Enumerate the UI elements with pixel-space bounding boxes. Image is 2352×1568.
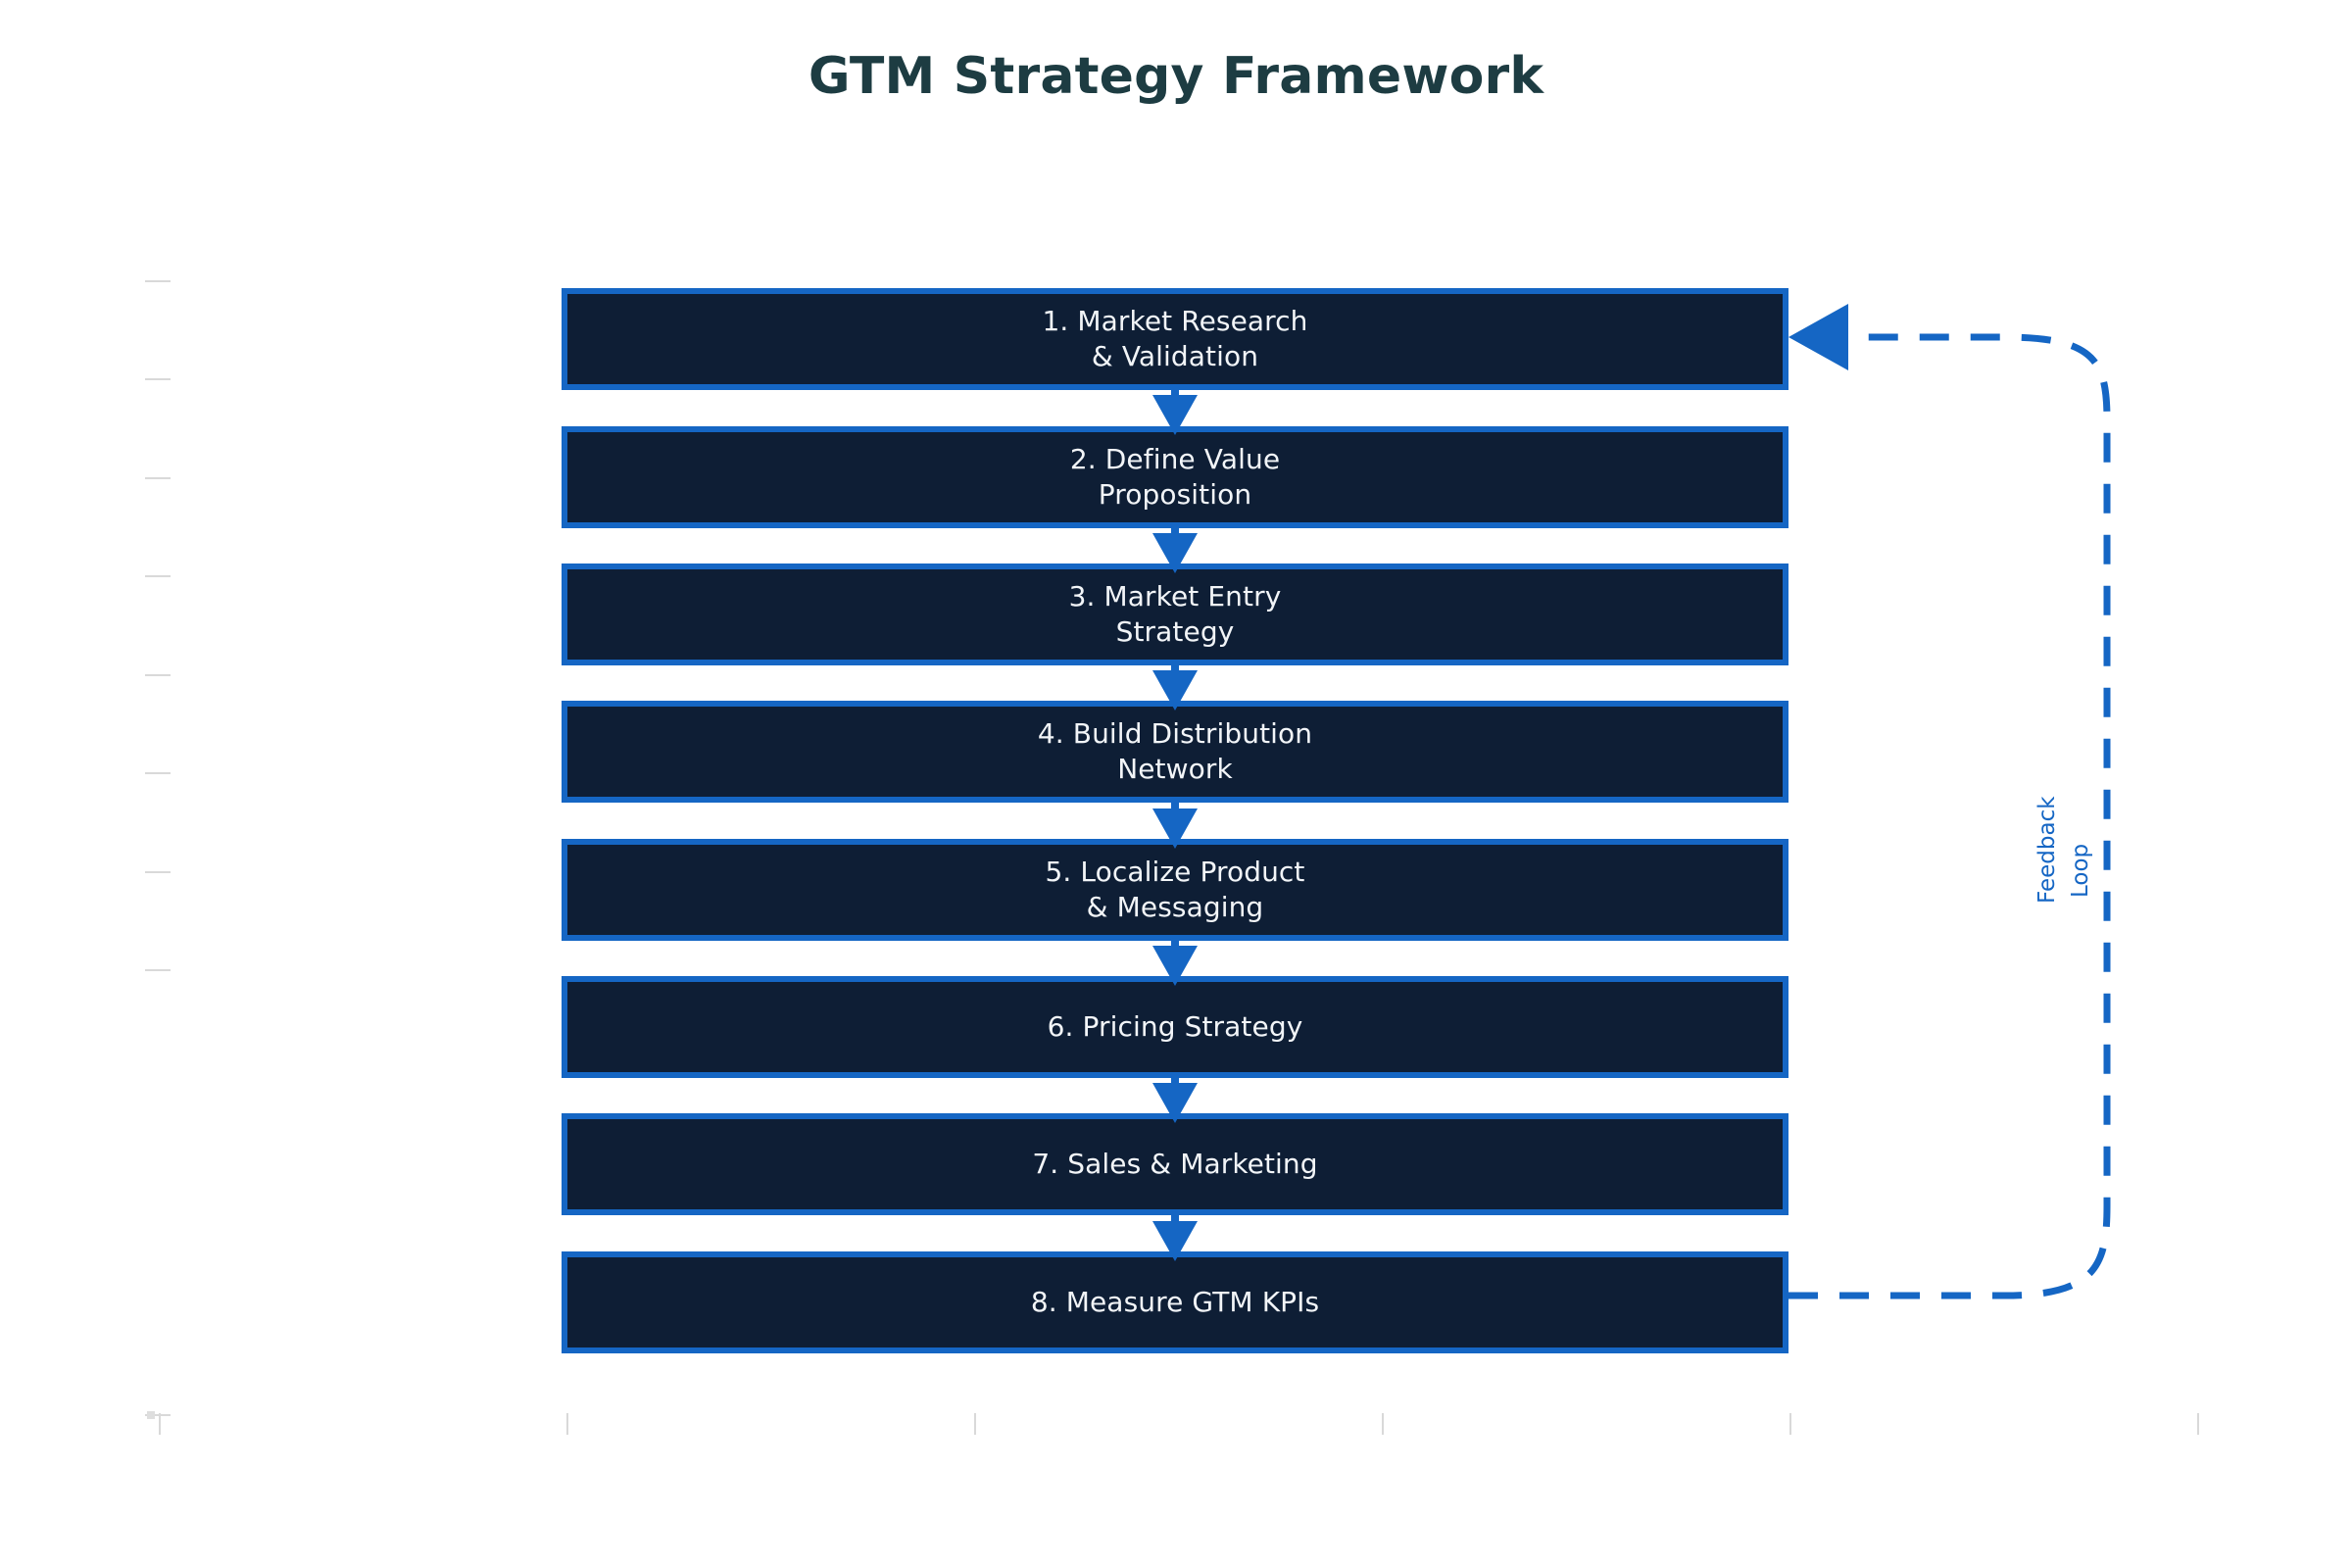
feedback-loop-label: Feedback Loop: [2009, 747, 2185, 904]
flow-step-4[interactable]: 4. Build Distribution Network: [562, 701, 1788, 803]
axis-tick-bottom: [1789, 1413, 1791, 1435]
axis-tick-bottom: [974, 1413, 976, 1435]
axis-tick-left: [145, 674, 171, 676]
axis-tick-left: [145, 280, 171, 282]
arrow-down-icon: [1152, 939, 1198, 986]
arrow-down-icon: [1152, 1214, 1198, 1261]
flow-step-1[interactable]: 1. Market Research & Validation: [562, 288, 1788, 390]
feedback-loop-label-line-1: Feedback: [2034, 796, 2060, 904]
axis-corner-mark: [147, 1411, 155, 1419]
arrow-down-icon: [1152, 1076, 1198, 1123]
flow-step-3[interactable]: 3. Market Entry Strategy: [562, 564, 1788, 665]
axis-tick-left: [145, 378, 171, 380]
flow-step-5-label: 5. Localize Product & Messaging: [1045, 856, 1305, 923]
arrow-down-icon: [1152, 663, 1198, 710]
axis-tick-bottom: [2197, 1413, 2199, 1435]
flow-step-5[interactable]: 5. Localize Product & Messaging: [562, 839, 1788, 941]
axis-tick-bottom: [566, 1413, 568, 1435]
axis-tick-left: [145, 969, 171, 971]
flow-step-3-label: 3. Market Entry Strategy: [1068, 580, 1282, 648]
flow-step-4-label: 4. Build Distribution Network: [1037, 717, 1313, 785]
axis-tick-left: [145, 1414, 171, 1416]
axis-tick-bottom: [1382, 1413, 1384, 1435]
flow-step-7-label: 7. Sales & Marketing: [1032, 1148, 1318, 1181]
flow-step-6-label: 6. Pricing Strategy: [1047, 1010, 1303, 1044]
arrow-down-icon: [1152, 388, 1198, 435]
flow-step-8-label: 8. Measure GTM KPIs: [1030, 1286, 1320, 1319]
flow-step-7[interactable]: 7. Sales & Marketing: [562, 1113, 1788, 1215]
axis-tick-bottom: [159, 1413, 161, 1435]
flow-step-2[interactable]: 2. Define Value Proposition: [562, 426, 1788, 528]
flow-step-2-label: 2. Define Value Proposition: [1069, 443, 1281, 511]
axis-tick-left: [145, 871, 171, 873]
page-title: GTM Strategy Framework: [808, 47, 1544, 106]
axis-tick-left: [145, 772, 171, 774]
axis-tick-left: [145, 477, 171, 479]
arrow-down-icon: [1152, 802, 1198, 849]
flow-step-8[interactable]: 8. Measure GTM KPIs: [562, 1251, 1788, 1353]
flow-step-6[interactable]: 6. Pricing Strategy: [562, 976, 1788, 1078]
axis-tick-left: [145, 575, 171, 577]
feedback-loop-label-line-2: Loop: [2068, 843, 2093, 898]
arrow-down-icon: [1152, 526, 1198, 573]
flow-step-1-label: 1. Market Research & Validation: [1042, 305, 1308, 372]
